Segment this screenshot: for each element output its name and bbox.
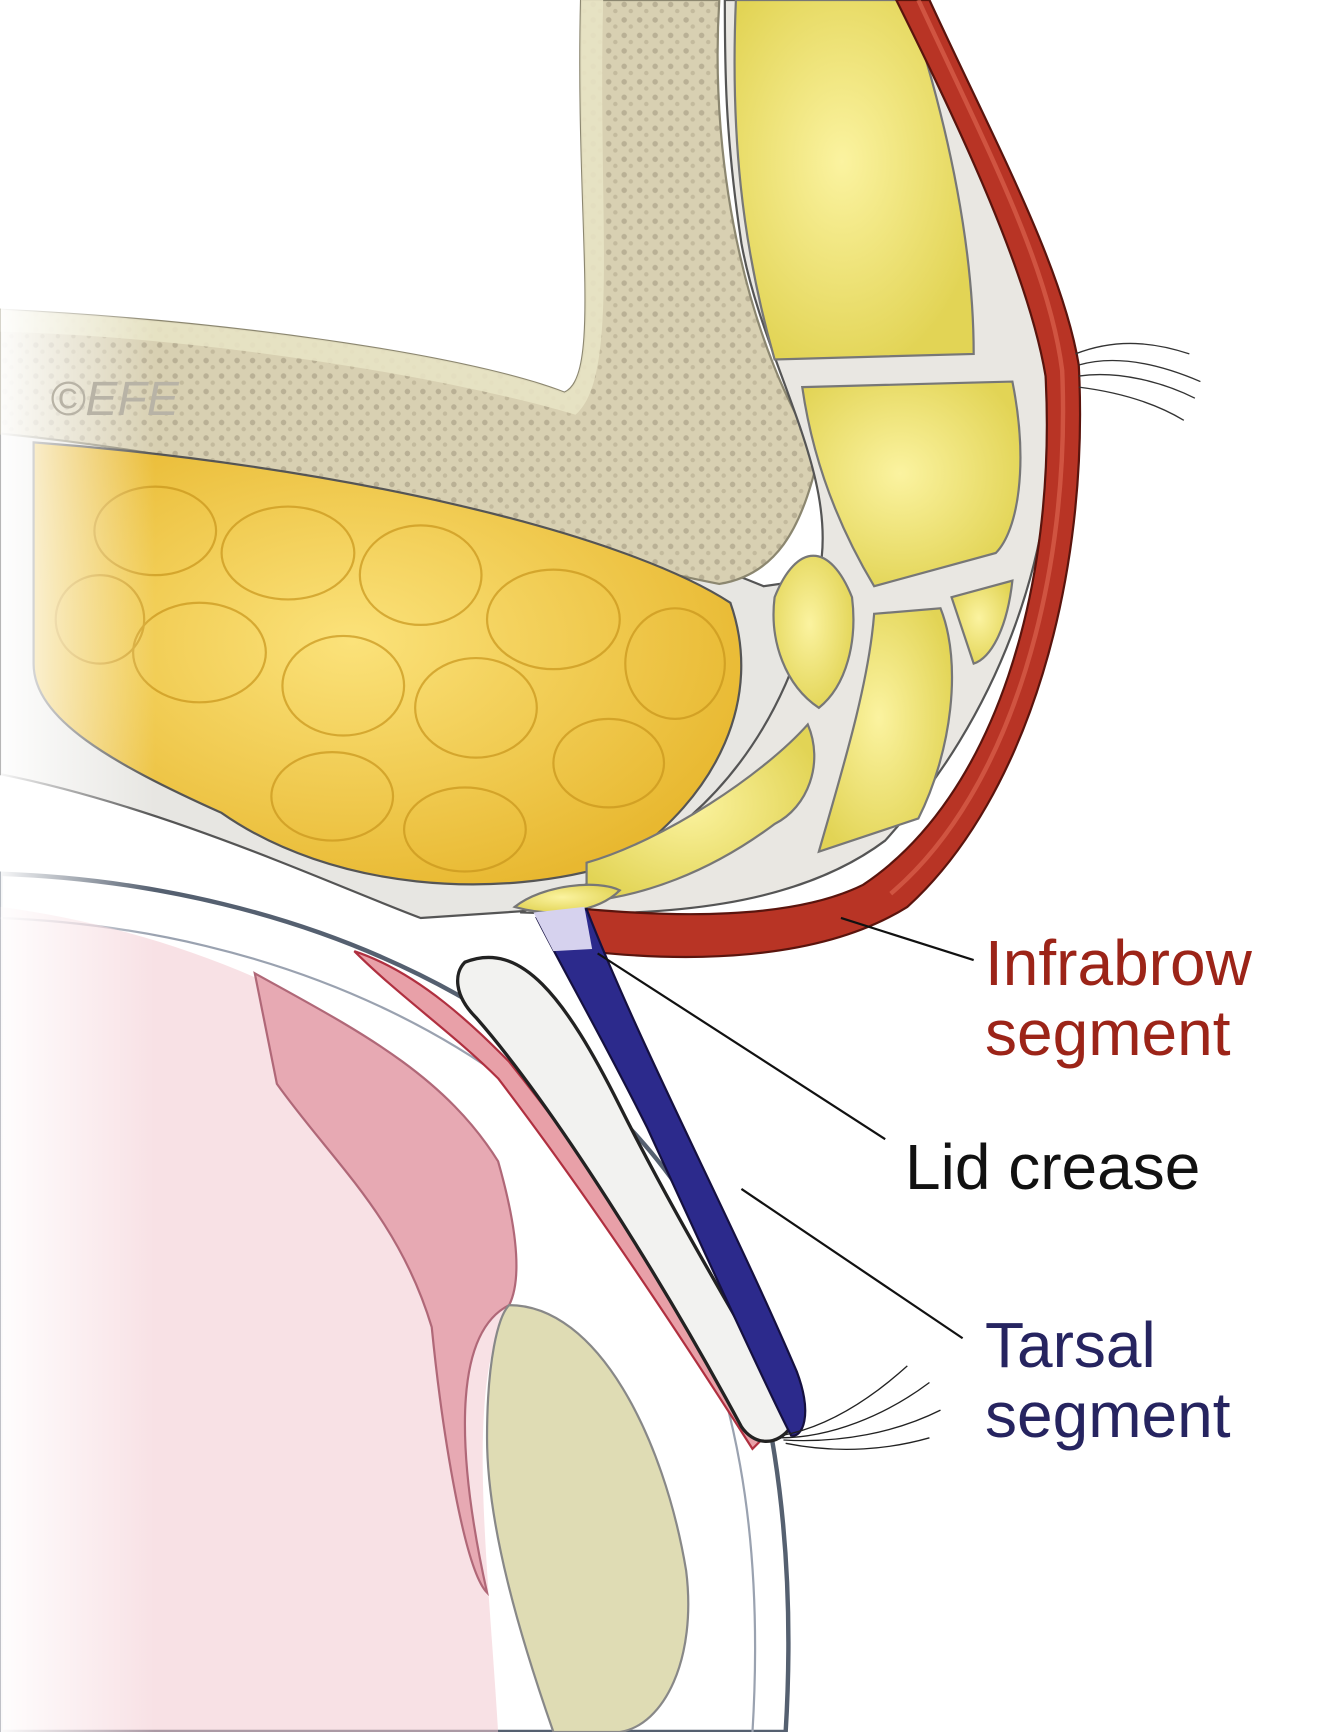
conjunctiva [353, 950, 765, 1451]
label-tarsal-segment: Tarsal segment [985, 1310, 1230, 1450]
lid-crease-region [533, 906, 593, 952]
copyright-watermark: ©EFE [50, 373, 179, 426]
brow-fat-pads [512, 0, 1022, 914]
orbicularis-tarsal [535, 907, 807, 1437]
leader-lid-crease [597, 952, 886, 1141]
eyelash-icon [780, 1365, 941, 1451]
brow-hair-icon [1075, 342, 1201, 421]
label-lid-crease: Lid crease [905, 1131, 1201, 1203]
tarsal-plate [456, 955, 793, 1443]
label-tarsal-line2: segment [985, 1379, 1231, 1451]
label-infrabrow-segment: Infrabrow segment [985, 928, 1252, 1068]
label-tarsal-line1: Tarsal [985, 1309, 1156, 1381]
label-infrabrow-line2: segment [985, 997, 1231, 1069]
lens [485, 1303, 690, 1732]
leader-infrabrow [840, 916, 975, 962]
label-infrabrow-line1: Infrabrow [985, 927, 1252, 999]
leader-tarsal [740, 1188, 964, 1340]
ciliary-body [253, 971, 518, 1597]
